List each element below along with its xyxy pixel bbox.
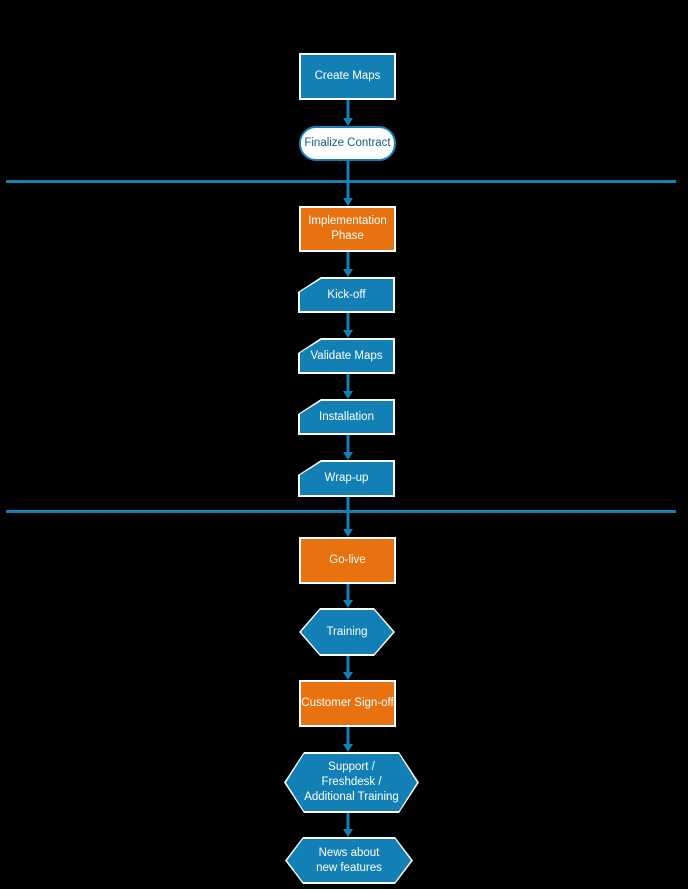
connector-go-live-to-training: [342, 584, 353, 608]
phase-divider-line-1: [6, 180, 676, 183]
connector-installation-to-wrap-up: [342, 435, 353, 460]
down-arrow-icon: [342, 330, 353, 338]
down-arrow-icon: [342, 391, 353, 399]
node-label-line: Additional Training: [304, 791, 399, 803]
connector-create-maps-to-finalize-contract: [342, 100, 353, 126]
down-arrow-icon: [342, 269, 353, 277]
node-label-line: News about: [318, 846, 380, 859]
node-training: Training: [299, 608, 395, 656]
connector-stem: [346, 727, 349, 745]
hexagon-shape: Training: [301, 610, 393, 654]
card-shape: Kick-off: [300, 279, 393, 311]
connector-stem: [346, 100, 349, 119]
node-label: Kick-off: [327, 288, 366, 301]
node-create-maps: Create Maps: [299, 53, 396, 100]
node-label-line: Freshdesk /: [321, 776, 382, 788]
hexagon-shape: News about new features: [287, 839, 411, 882]
node-wrap-up: Wrap-up: [298, 460, 395, 497]
node-customer-sign-off: Customer Sign-off: [299, 680, 396, 727]
node-label: Finalize Contract: [304, 137, 391, 149]
node-label: Customer Sign-off: [301, 697, 394, 709]
node-validate-maps: Validate Maps: [298, 338, 395, 374]
connector-training-to-customer-sign-off: [342, 656, 353, 680]
card-shape: Validate Maps: [300, 340, 393, 372]
down-arrow-icon: [342, 829, 353, 837]
card-shape: Installation: [300, 401, 393, 433]
node-go-live: Go-live: [299, 537, 396, 584]
connector-stem: [346, 656, 349, 673]
down-arrow-icon: [342, 529, 353, 537]
down-arrow-icon: [342, 600, 353, 608]
connector-stem: [346, 584, 349, 601]
connector-finalize-contract-to-implementation-phase: [342, 161, 353, 206]
node-support-freshdesk-additional-training: Support / Freshdesk / Additional Trainin…: [284, 752, 419, 813]
hexagon-shape: Support / Freshdesk / Additional Trainin…: [286, 754, 417, 811]
node-news-about-new-features: News about new features: [285, 837, 413, 884]
connector-validate-maps-to-installation: [342, 374, 353, 399]
node-label: Create Maps: [314, 70, 381, 82]
connector-kick-off-to-validate-maps: [342, 313, 353, 338]
connector-support-to-news: [342, 813, 353, 837]
connector-stem: [346, 313, 349, 331]
node-label-line: Implementation: [308, 215, 387, 227]
connector-stem: [346, 813, 349, 830]
node-label-line: new features: [316, 861, 382, 874]
down-arrow-icon: [342, 118, 353, 126]
down-arrow-icon: [342, 452, 353, 460]
node-label: Installation: [319, 410, 374, 423]
node-finalize-contract: Finalize Contract: [299, 126, 396, 161]
node-label: Validate Maps: [310, 349, 383, 362]
connector-stem: [346, 161, 349, 199]
down-arrow-icon: [342, 198, 353, 206]
connector-wrap-up-to-go-live: [342, 497, 353, 537]
down-arrow-icon: [342, 672, 353, 680]
node-installation: Installation: [298, 399, 395, 435]
node-label: Go-live: [329, 554, 366, 566]
node-label-line: Support /: [328, 761, 375, 773]
connector-customer-sign-off-to-support: [342, 727, 353, 752]
connector-stem: [346, 374, 349, 392]
card-shape: Wrap-up: [300, 462, 393, 495]
connector-implementation-phase-to-kick-off: [342, 252, 353, 277]
connector-stem: [346, 252, 349, 270]
down-arrow-icon: [342, 744, 353, 752]
connector-stem: [346, 435, 349, 453]
connector-stem: [346, 497, 349, 530]
node-label: Training: [326, 625, 368, 638]
node-label: Wrap-up: [324, 472, 369, 484]
phase-divider-line-2: [6, 510, 676, 513]
node-implementation-phase: Implementation Phase: [299, 206, 396, 252]
node-kick-off: Kick-off: [298, 277, 395, 313]
node-label-line: Phase: [331, 230, 364, 242]
